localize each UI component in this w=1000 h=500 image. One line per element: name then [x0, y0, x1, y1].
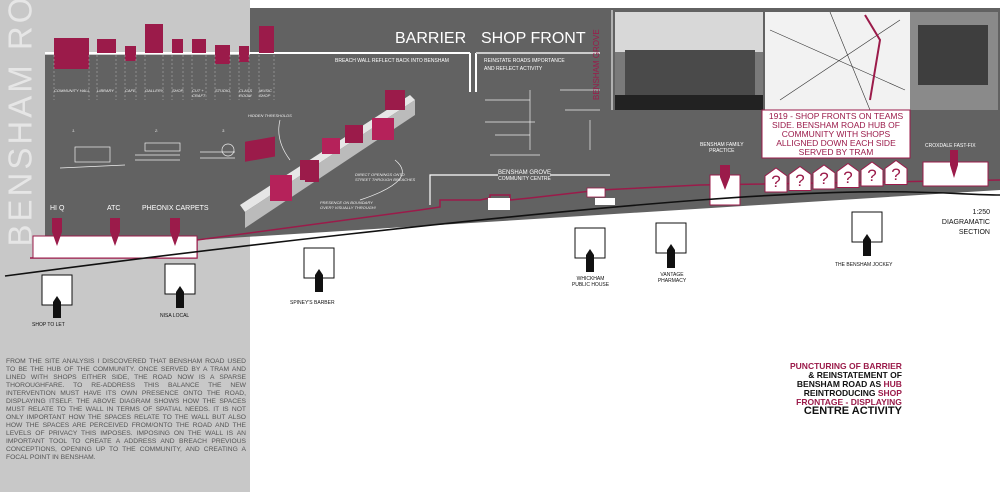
question-mark: ?: [771, 172, 781, 191]
space-block: [322, 138, 340, 154]
question-mark: ?: [819, 169, 829, 188]
heading-bensham-grove: BENSHAM GROVE: [592, 29, 601, 100]
space-label: LIBRARY: [97, 88, 114, 93]
space-label: COMMUNITY HALL: [54, 88, 90, 93]
question-mark: ?: [867, 166, 877, 185]
label-whickham-public-house: WHICKHAM PUBLIC HOUSE: [571, 276, 610, 288]
detail-sketches: [59, 89, 600, 201]
conclusion-line: PUNCTURING OF BARRIER: [790, 361, 902, 371]
heading-shop-front: SHOP FRONT: [481, 30, 586, 47]
conclusion-line: BENSHAM ROAD AS HUB: [796, 379, 902, 389]
space-label: SHOP: [172, 88, 184, 93]
heading-barrier: BARRIER: [395, 30, 467, 47]
question-house: [788, 165, 812, 191]
question-houses: [764, 159, 908, 193]
question-house: [812, 164, 836, 190]
shop-front-subheading-1: REINSTATE ROADS IMPORTANCE: [484, 58, 565, 64]
lower-building-boxes: [41, 211, 883, 306]
label-vantage-pharmacy: VANTAGE PHARMACY: [657, 272, 687, 284]
conclusion-line: CENTRE ACTIVITY: [803, 405, 902, 417]
space-bar: [145, 24, 163, 53]
conclusion-line: REINTRODUCING SHOP: [803, 388, 902, 398]
space-bar: [97, 39, 116, 53]
space-block: [385, 90, 405, 110]
question-house: [884, 159, 908, 185]
conclusion-line: FRONTAGE - DISPLAYING: [796, 397, 902, 407]
conclusion-line: & REINSTATEMENT OF: [808, 370, 902, 380]
wall-axonometric: [240, 90, 415, 228]
space-label: STUDIO: [215, 88, 231, 93]
label-bensham-jockey: THE BENSHAM JOCKEY: [835, 262, 893, 268]
space-label: CUT + CRAFT: [192, 88, 206, 98]
space-bar: [125, 46, 136, 61]
question-mark: ?: [795, 170, 805, 190]
road-line: [4, 190, 1000, 277]
label-shop-to-let: SHOP TO LET: [32, 322, 65, 328]
note-1919: 1919 - SHOP FRONTS ON TEAMS SIDE. BENSHA…: [768, 111, 904, 157]
entry-arrows-lower: [53, 234, 871, 318]
space-bar: [172, 39, 183, 53]
question-house: [764, 167, 788, 193]
space-bar: [239, 46, 249, 62]
space-bar: [259, 26, 274, 53]
space-block: [305, 160, 319, 182]
entry-arrows-upper: [52, 150, 958, 246]
space-label: MUSIC SHOP: [259, 88, 272, 98]
space-bar: [215, 45, 230, 64]
question-mark: ?: [891, 164, 901, 184]
barrier-subheading: BREACH WALL REFLECT BACK INTO BENSHAM: [335, 58, 449, 64]
question-house: [860, 161, 884, 187]
question-house: [836, 162, 860, 188]
description-text: From the site analysis I discovered that…: [6, 358, 246, 461]
label-hq: HI Q: [50, 205, 65, 212]
side-title: BENSHAM ROAD: [1, 0, 39, 247]
shop-front-subheading-2: AND REFLECT ACTIVITY: [484, 66, 543, 72]
label-pheonix-carpets: PHEONIX CARPETS: [142, 205, 209, 212]
sketch-number: 3.: [222, 128, 226, 133]
label-spineys-barber: SPINEY'S BARBER: [290, 300, 335, 306]
label-nisa-local: NISA LOCAL: [160, 313, 190, 319]
space-block: [372, 118, 394, 140]
sketch-number: 2.: [155, 128, 159, 133]
space-bars: [54, 24, 274, 69]
space-label: CAFE: [125, 88, 136, 93]
space-block: [270, 175, 292, 201]
question-mark: ?: [843, 167, 853, 187]
space-block: [245, 136, 275, 162]
label-croxdale: CROXDALE FAST-FIX: [925, 143, 976, 149]
space-bar: [192, 39, 206, 53]
space-label: CLASS ROOM: [239, 88, 253, 98]
space-block: [345, 125, 363, 143]
sketch-number: 1.: [72, 128, 76, 133]
space-bar: [54, 38, 89, 69]
space-label: GALLERY: [145, 88, 164, 93]
label-atc: ATC: [107, 205, 121, 212]
sketch-note-hidden: HIDDEN THRESHOLDS: [248, 113, 292, 118]
